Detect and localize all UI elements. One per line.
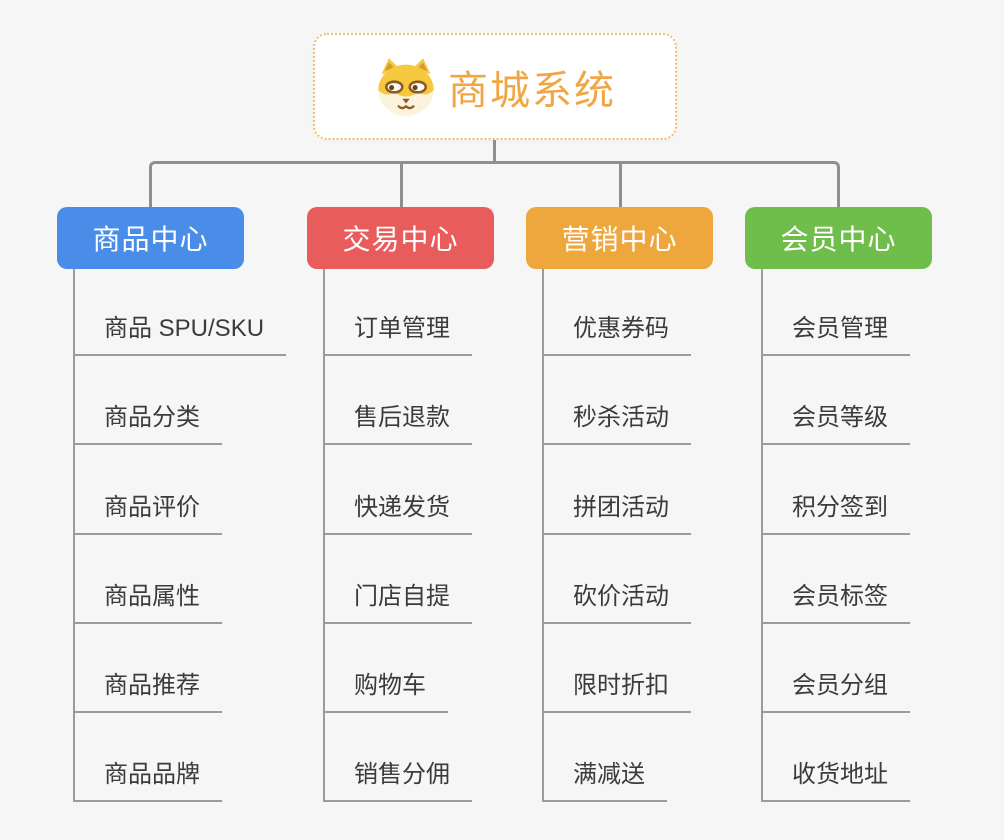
leaf-node-product-spu-sku[interactable]: 商品 SPU/SKU xyxy=(73,310,287,356)
leaf-node-flash-sale[interactable]: 秒杀活动 xyxy=(542,399,691,445)
leaf-node-member-group[interactable]: 会员分组 xyxy=(761,667,910,713)
branch-rail-line xyxy=(149,161,840,207)
branch-trunk-line xyxy=(323,269,325,802)
branch-column-marketing-center: 优惠券码 秒杀活动 拼团活动 砍价活动 限时折扣 满减送 xyxy=(542,269,792,804)
leaf-node-member-level[interactable]: 会员等级 xyxy=(761,399,910,445)
branch-column-member-center: 会员管理 会员等级 积分签到 会员标签 会员分组 收货地址 xyxy=(761,269,1004,804)
leaf-node-shopping-cart[interactable]: 购物车 xyxy=(323,667,448,713)
leaf-node-product-category[interactable]: 商品分类 xyxy=(73,399,222,445)
leaf-node-product-brand[interactable]: 商品品牌 xyxy=(73,756,222,802)
branch-node-marketing-center[interactable]: 营销中心 xyxy=(526,207,713,269)
leaf-node-shipping-address[interactable]: 收货地址 xyxy=(761,756,910,802)
leaf-node-limited-time-discount[interactable]: 限时折扣 xyxy=(542,667,691,713)
leaf-node-after-sales-refund[interactable]: 售后退款 xyxy=(323,399,472,445)
branch-trunk-line xyxy=(542,269,544,802)
leaf-node-coupon-code[interactable]: 优惠券码 xyxy=(542,310,691,356)
branch-column-trade-center: 订单管理 售后退款 快递发货 门店自提 购物车 销售分佣 xyxy=(323,269,573,804)
leaf-node-store-pickup[interactable]: 门店自提 xyxy=(323,578,472,624)
leaf-node-member-management[interactable]: 会员管理 xyxy=(761,310,910,356)
leaf-node-member-tag[interactable]: 会员标签 xyxy=(761,578,910,624)
leaf-node-bargain-activity[interactable]: 砍价活动 xyxy=(542,578,691,624)
root-node-mall-system[interactable]: 商城系统 xyxy=(313,33,677,140)
leaf-node-full-reduction[interactable]: 满减送 xyxy=(542,756,667,802)
branch-drop-line xyxy=(400,164,403,207)
branch-trunk-line xyxy=(761,269,763,802)
leaf-node-product-review[interactable]: 商品评价 xyxy=(73,489,222,535)
branch-node-trade-center[interactable]: 交易中心 xyxy=(307,207,494,269)
leaf-node-sales-commission[interactable]: 销售分佣 xyxy=(323,756,472,802)
leaf-node-product-attribute[interactable]: 商品属性 xyxy=(73,578,222,624)
leaf-node-product-recommend[interactable]: 商品推荐 xyxy=(73,667,222,713)
branch-trunk-line xyxy=(73,269,75,802)
leaf-node-express-delivery[interactable]: 快递发货 xyxy=(323,489,472,535)
leaf-node-points-checkin[interactable]: 积分签到 xyxy=(761,489,910,535)
branch-column-product-center: 商品 SPU/SKU 商品分类 商品评价 商品属性 商品推荐 商品品牌 xyxy=(73,269,323,804)
root-node-title: 商城系统 xyxy=(448,68,616,113)
leaf-node-group-buy[interactable]: 拼团活动 xyxy=(542,489,691,535)
branch-node-product-center[interactable]: 商品中心 xyxy=(57,207,244,269)
branch-drop-line xyxy=(619,164,622,207)
leaf-node-order-management[interactable]: 订单管理 xyxy=(323,310,472,356)
root-stem-line xyxy=(493,140,496,162)
branch-node-member-center[interactable]: 会员中心 xyxy=(745,207,932,269)
dog-face-icon xyxy=(378,57,434,116)
